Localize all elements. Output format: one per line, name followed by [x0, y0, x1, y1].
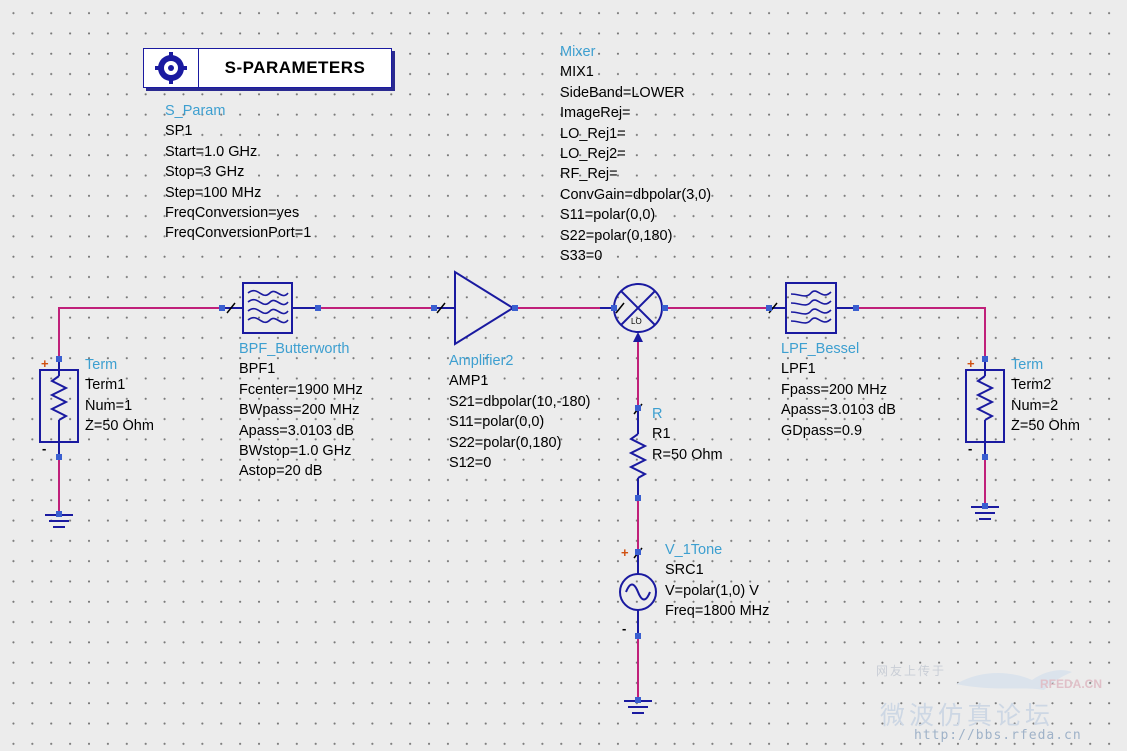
sparams-param: SP1: [165, 123, 193, 140]
term2-minus-mark: -: [968, 441, 973, 456]
sparams-param: FreqConversionPort=1: [165, 225, 312, 242]
term2-symbol[interactable]: [965, 356, 1005, 460]
watermark-url: http://bbs.rfeda.cn: [914, 728, 1082, 743]
term1-param: Num=1: [85, 397, 133, 414]
sparams-param: Stop=3 GHz: [165, 164, 245, 181]
lpf-param: GDpass=0.9: [781, 422, 863, 439]
lpf-label: LPF_Bessel LPF1 Fpass=200 MHz Apass=3.01…: [781, 339, 896, 441]
resistor-label: R R1 R=50 Ohm: [652, 404, 723, 465]
mixer-param: S33=0: [560, 247, 603, 264]
term2-type-name: Term: [1011, 357, 1044, 373]
mixer-param: LO_Rej2=: [560, 145, 626, 162]
term1-param: Z=50 Ohm: [85, 418, 154, 435]
bpf-butterworth-symbol[interactable]: [219, 282, 321, 334]
amplifier-param: S12=0: [449, 454, 492, 471]
mixer-type-name: Mixer: [560, 44, 596, 60]
bpf-label: BPF_Butterworth BPF1 Fcenter=1900 MHz BW…: [239, 339, 363, 482]
term2-plus-mark: +: [967, 356, 975, 371]
term2-param: Term2: [1011, 377, 1052, 394]
sparams-type-name: S_Param: [165, 103, 226, 119]
wire-term1-to-bpf[interactable]: [58, 307, 222, 359]
amplifier-symbol[interactable]: [431, 270, 518, 346]
watermark-brand: RFEDA.CN: [1040, 677, 1102, 691]
sparams-param: Step=100 MHz: [165, 184, 262, 201]
forum-watermark: 网友上传于 RFEDA.CN 微波仿真论坛 http://bbs.rfeda.c…: [862, 660, 1112, 745]
bpf-param: BWstop=1.0 GHz: [239, 442, 352, 459]
mixer-param: LO_Rej1=: [560, 125, 626, 142]
lpf-type-name: LPF_Bessel: [781, 341, 860, 357]
sparams-param: FreqConversion=yes: [165, 204, 300, 221]
mixer-param: SideBand=LOWER: [560, 84, 685, 101]
resistor-symbol[interactable]: [628, 403, 648, 501]
mixer-param: MIX1: [560, 64, 594, 81]
source-param: SRC1: [665, 562, 704, 579]
sparams-param: Start=1.0 GHz: [165, 143, 258, 160]
resistor-type-name: R: [652, 406, 663, 422]
lpf-bessel-symbol[interactable]: [766, 282, 859, 334]
term1-symbol[interactable]: [39, 356, 79, 460]
s-parameters-simulation-box[interactable]: S-PARAMETERS: [143, 48, 392, 88]
amplifier-param: S11=polar(0,0): [449, 414, 545, 431]
amplifier-type-name: Amplifier2: [449, 353, 514, 369]
bpf-param: BPF1: [239, 361, 276, 378]
source-type-name: V_1Tone: [665, 542, 723, 558]
term1-param: Term1: [85, 377, 126, 394]
pin-dots: [56, 503, 988, 703]
lpf-param: LPF1: [781, 361, 816, 378]
term1-minus-mark: -: [42, 441, 47, 456]
term1-label: Term Term1 Num=1 Z=50 Ohm: [85, 355, 154, 437]
mixer-symbol[interactable]: [600, 283, 668, 342]
mixer-param: ConvGain=dbpolar(3,0): [560, 186, 712, 203]
mixer-param: ImageRej=: [560, 105, 631, 122]
source-minus-mark: -: [622, 621, 627, 636]
term1-type-name: Term: [85, 357, 118, 373]
bpf-type-name: BPF_Butterworth: [239, 341, 350, 357]
wire-lpf-to-term2[interactable]: [856, 307, 986, 359]
term2-label: Term Term2 Num=2 Z=50 Ohm: [1011, 355, 1080, 437]
amplifier-param: S22=polar(0,180): [449, 434, 562, 451]
mixer-label: Mixer MIX1 SideBand=LOWER ImageRej= LO_R…: [560, 42, 711, 266]
resistor-param: R1: [652, 426, 671, 443]
bird-logo-icon: [956, 670, 1072, 690]
term2-param: Z=50 Ohm: [1011, 418, 1080, 435]
lpf-param: Apass=3.0103 dB: [781, 402, 896, 419]
bpf-param: Astop=20 dB: [239, 463, 323, 480]
source-plus-mark: +: [621, 545, 629, 560]
watermark-upload-text: 网友上传于: [876, 664, 947, 678]
mixer-param: S22=polar(0,180): [560, 227, 673, 244]
sparams-label: S_Param SP1 Start=1.0 GHz Stop=3 GHz Ste…: [165, 101, 311, 244]
source-symbol[interactable]: [619, 547, 657, 639]
amplifier-label: Amplifier2 AMP1 S21=dbpolar(10,-180) S11…: [449, 351, 590, 473]
simulation-controller-icon: [144, 49, 199, 87]
amplifier-param: AMP1: [449, 373, 489, 390]
wires: [58, 307, 986, 700]
resistor-param: R=50 Ohm: [652, 446, 723, 463]
bpf-param: BWpass=200 MHz: [239, 402, 360, 419]
mixer-lo-port-label: LO: [631, 317, 642, 326]
source-param: Freq=1800 MHz: [665, 603, 770, 620]
bpf-param: Fcenter=1900 MHz: [239, 381, 363, 398]
mixer-param: S11=polar(0,0): [560, 207, 656, 224]
bpf-param: Apass=3.0103 dB: [239, 422, 354, 439]
s-parameters-title: S-PARAMETERS: [224, 58, 366, 77]
source-label: V_1Tone SRC1 V=polar(1,0) V Freq=1800 MH…: [665, 540, 769, 622]
source-param: V=polar(1,0) V: [665, 582, 759, 599]
term2-param: Num=2: [1011, 397, 1059, 414]
mixer-param: RF_Rej=: [560, 166, 618, 183]
amplifier-param: S21=dbpolar(10,-180): [449, 393, 591, 410]
lpf-param: Fpass=200 MHz: [781, 381, 887, 398]
term1-plus-mark: +: [41, 356, 49, 371]
watermark-forum-name: 微波仿真论坛: [880, 701, 1055, 730]
